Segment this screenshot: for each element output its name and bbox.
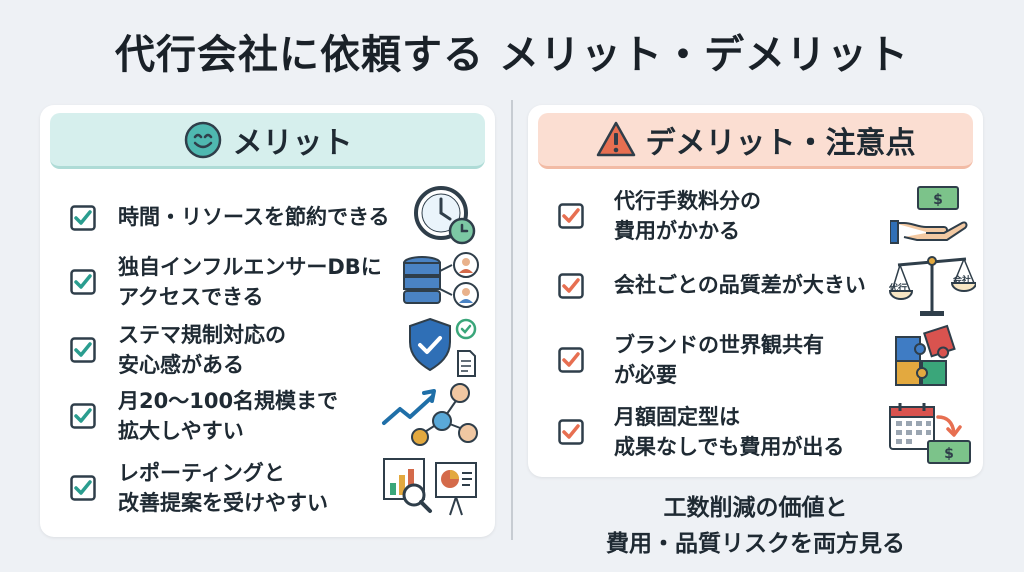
checkbox-checked-icon [558,347,584,373]
list-item: ブランドの世界観共有 が必要 [528,323,983,393]
list-item: 代行手数料分の 費用がかかる $ [528,181,983,251]
money-hand-icon: $ [890,186,968,244]
report-chart-icon [383,458,477,516]
calendar-money-icon: $ [889,403,971,464]
clock-icon [414,186,476,245]
list-item: ステマ規制対応の 安心感がある [40,313,495,383]
list-item: 会社ごとの品質差が大きい 代行 会社 [528,251,983,321]
growth-network-icon [382,383,478,446]
svg-text:$: $ [933,192,943,208]
balance-scale-icon: 代行 会社 [888,251,976,319]
merit-item-text: 時間・リソースを節約できる [118,205,390,229]
summary-text: 工数削減の価値と 費用・品質リスクを両方見る [606,495,905,557]
puzzle-icon [895,324,956,386]
smile-icon [184,121,221,158]
checkbox-checked-icon [70,403,96,429]
list-item: 月20〜100名規模まで 拡大しやすい [40,381,495,451]
warning-icon [596,121,635,156]
checkbox-checked-icon [558,203,584,229]
demerit-item-text: ブランドの世界観共有 が必要 [614,333,824,387]
scale-right-label: 会社 [953,276,972,286]
checkbox-checked-icon [70,337,96,363]
database-users-icon [403,252,479,308]
page-title: 代行会社に依頼する メリット・デメリット [115,32,909,78]
list-item: レポーティングと 改善提案を受けやすい [40,451,495,521]
demerit-item-text: 月額固定型は 成果なしでも費用が出る [614,405,845,459]
merit-item-text: 独自インフルエンサーDBに アクセスできる [118,255,382,309]
demerit-header: デメリット・注意点 [538,113,973,169]
merit-item-text: 月20〜100名規模まで 拡大しやすい [118,389,339,443]
list-item: 時間・リソースを節約できる [40,181,495,251]
merit-item-text: ステマ規制対応の 安心感がある [118,323,286,377]
demerit-header-label: デメリット・注意点 [645,125,916,161]
list-item: 独自インフルエンサーDBに アクセスできる [40,247,495,317]
checkbox-checked-icon [70,475,96,501]
divider [511,100,513,540]
demerit-panel: デメリット・注意点 代行手数料分の 費用がかかる $ 会社ごとの品質差が大きい [528,105,983,477]
checkbox-checked-icon [70,269,96,295]
checkbox-checked-icon [558,419,584,445]
checkbox-checked-icon [558,273,584,299]
list-item: 月額固定型は 成果なしでも費用が出る $ [528,397,983,467]
merit-header-label: メリット [232,125,353,161]
shield-check-icon [409,317,477,377]
svg-text:$: $ [944,446,954,462]
demerit-item-text: 会社ごとの品質差が大きい [614,273,866,297]
demerit-item-text: 代行手数料分の 費用がかかる [614,189,761,243]
checkbox-checked-icon [70,205,96,231]
merit-panel: メリット 時間・リソースを節約できる 独自インフルエンサーDBに アクセスできる [40,105,495,537]
scale-left-label: 代行 [889,284,908,294]
merit-item-text: レポーティングと 改善提案を受けやすい [118,461,328,515]
merit-header: メリット [50,113,485,169]
